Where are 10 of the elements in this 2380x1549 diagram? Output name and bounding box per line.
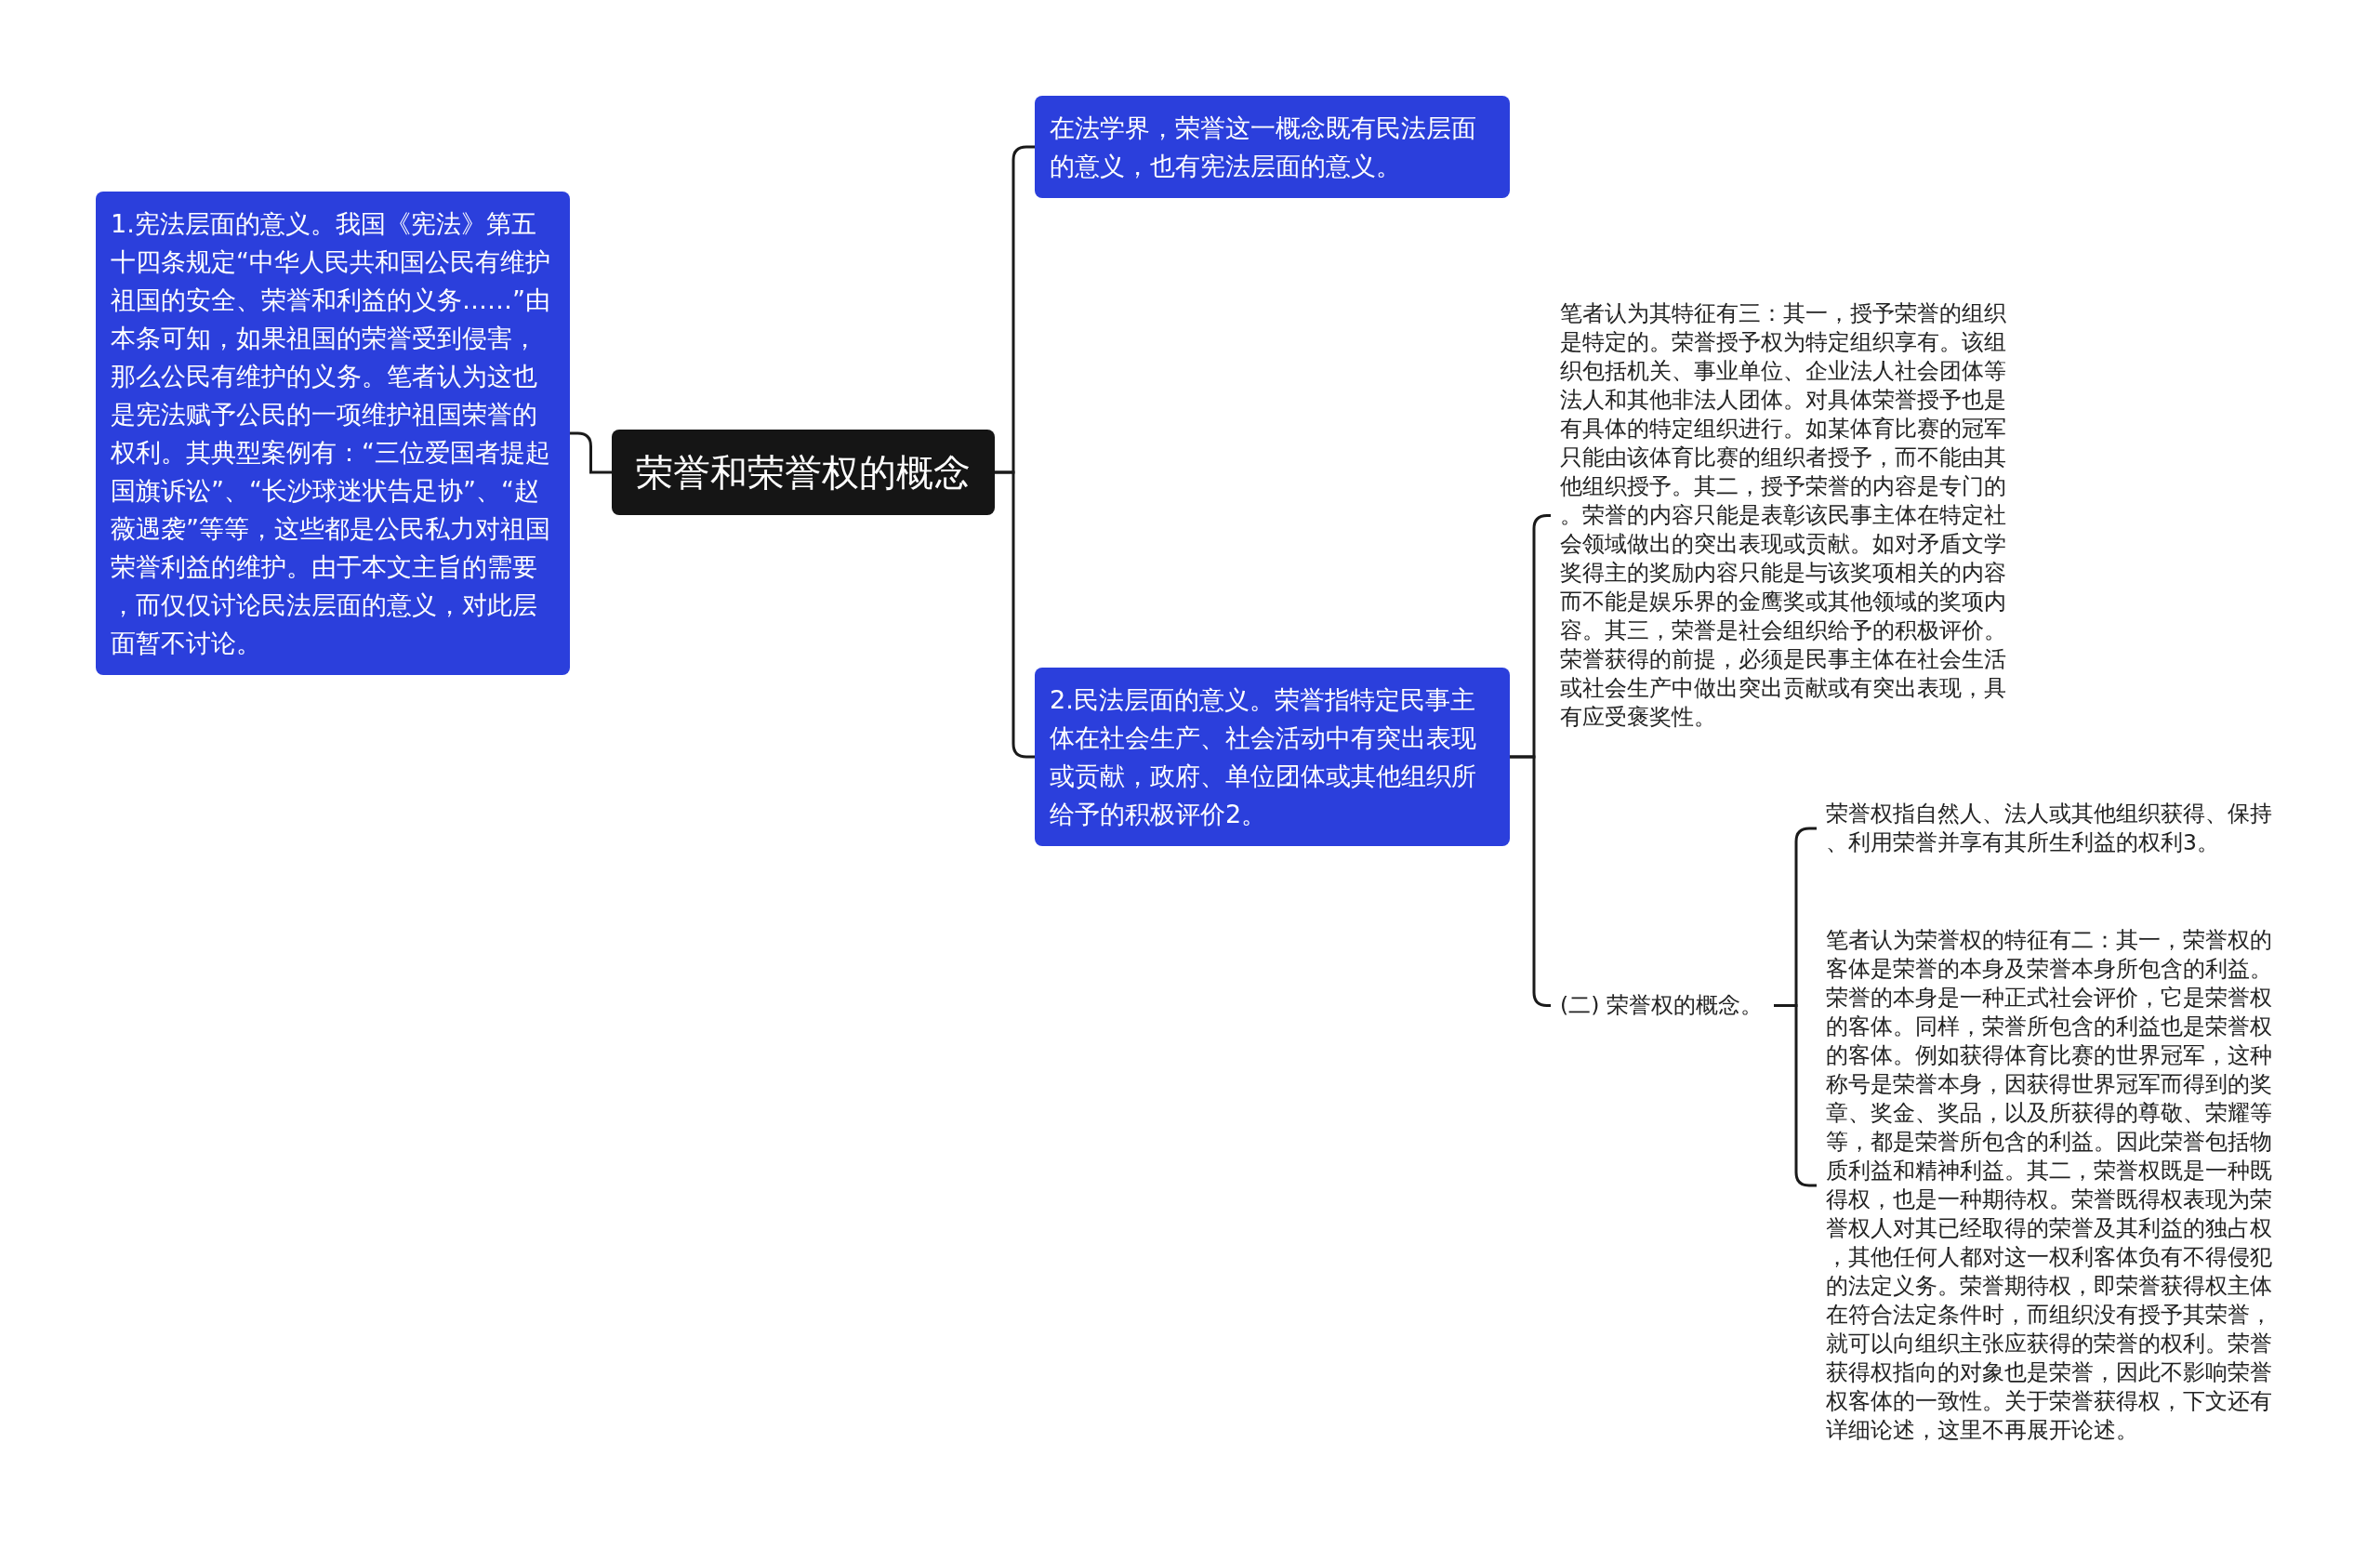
text-box: 在法学界，荣誉这一概念既有民法层面的意义，也有宪法层面的意义。 <box>1035 96 1510 198</box>
note-text: 笔者认为荣誉权的特征有二：其一，荣誉权的客体是荣誉的本身及荣誉本身所包含的利益。荣誉的本身是一种正式社会评价，它是荣誉权的客体。同样，荣誉所包含的利益也是荣誉权的客体。例如获得体育比赛的世界冠军，这种称号是荣誉本身，因获得世界冠军而得到的奖章、奖金、奖品，以及所获得的尊敬、荣耀等等，都是荣誉所包含的利益。因此荣誉包括物质利益和精神利益。其二，荣誉权既是一种既得权，也是一种期待权。荣誉既得权表现为荣誉权人对其已经取得的荣誉及其利益的独占权，其他任何人都对这一权利客体负有不得侵犯的法定义务。荣誉期待权，即荣誉获得权主体在符合法定条件时，而组织没有授予其荣誉，就可以向组织主张应获得的荣誉的权利。荣誉获得权指向的对象也是荣誉，因此不影响荣誉权客体的一致性。关于荣誉获得权，下文还有详细论述，这里不再展开论述。 <box>1826 926 2285 1445</box>
note-text: 笔者认为其特征有三：其一，授予荣誉的组织是特定的。荣誉授予权为特定组织享有。该组织包括机关、事业单位、企业法人社会团体等法人和其他非法人团体。对具体荣誉授予也是有具体的特定组织进行。如某体育比赛的冠军只能由该体育比赛的组织者授予，而不能由其他组织授予。其二，授予荣誉的内容是专门的。荣誉的内容只能是表彰该民事主体在特定社会领域做出的突出表现或贡献。如对矛盾文学奖得主的奖励内容只能是与该奖项相关的内容而不能是娱乐界的金鹰奖或其他领域的奖项内容。其三，荣誉是社会组织给予的积极评价。荣誉获得的前提，必须是民事主体在社会生活或社会生产中做出突出贡献或有突出表现，具有应受褒奖性。 <box>1560 299 2019 732</box>
connector-line <box>995 470 1035 759</box>
text-box: 1.宪法层面的意义。我国《宪法》第五十四条规定“中华人民共和国公民有维护祖国的安全、荣誉和利益的义务……”由本条可知，如果祖国的荣誉受到侵害，那么公民有维护的义务。笔者认为这也是宪法赋予公民的一项维护祖国荣誉的权利。其典型案例有：“三位爱国者提起国旗诉讼”、“长沙球迷状告足协”、“赵薇遇袭”等等，这些都是公民私力对祖国荣誉利益的维护。由于本文主旨的需要，而仅仅讨论民法层面的意义，对此层面暂不讨论。 <box>96 192 570 675</box>
text-box: 2.民法层面的意义。荣誉指特定民事主体在社会生产、社会活动中有突出表现或贡献，政府、单位团体或其他组织所给予的积极评价2。 <box>1035 668 1510 846</box>
connector-line <box>570 431 612 474</box>
note-text: 荣誉权指自然人、法人或其他组织获得、保持、利用荣誉并享有其所生利益的权利3。 <box>1826 800 2285 857</box>
topic-box: 荣誉和荣誉权的概念 <box>612 430 995 515</box>
note-text: (二) 荣誉权的概念。 <box>1560 991 1774 1020</box>
